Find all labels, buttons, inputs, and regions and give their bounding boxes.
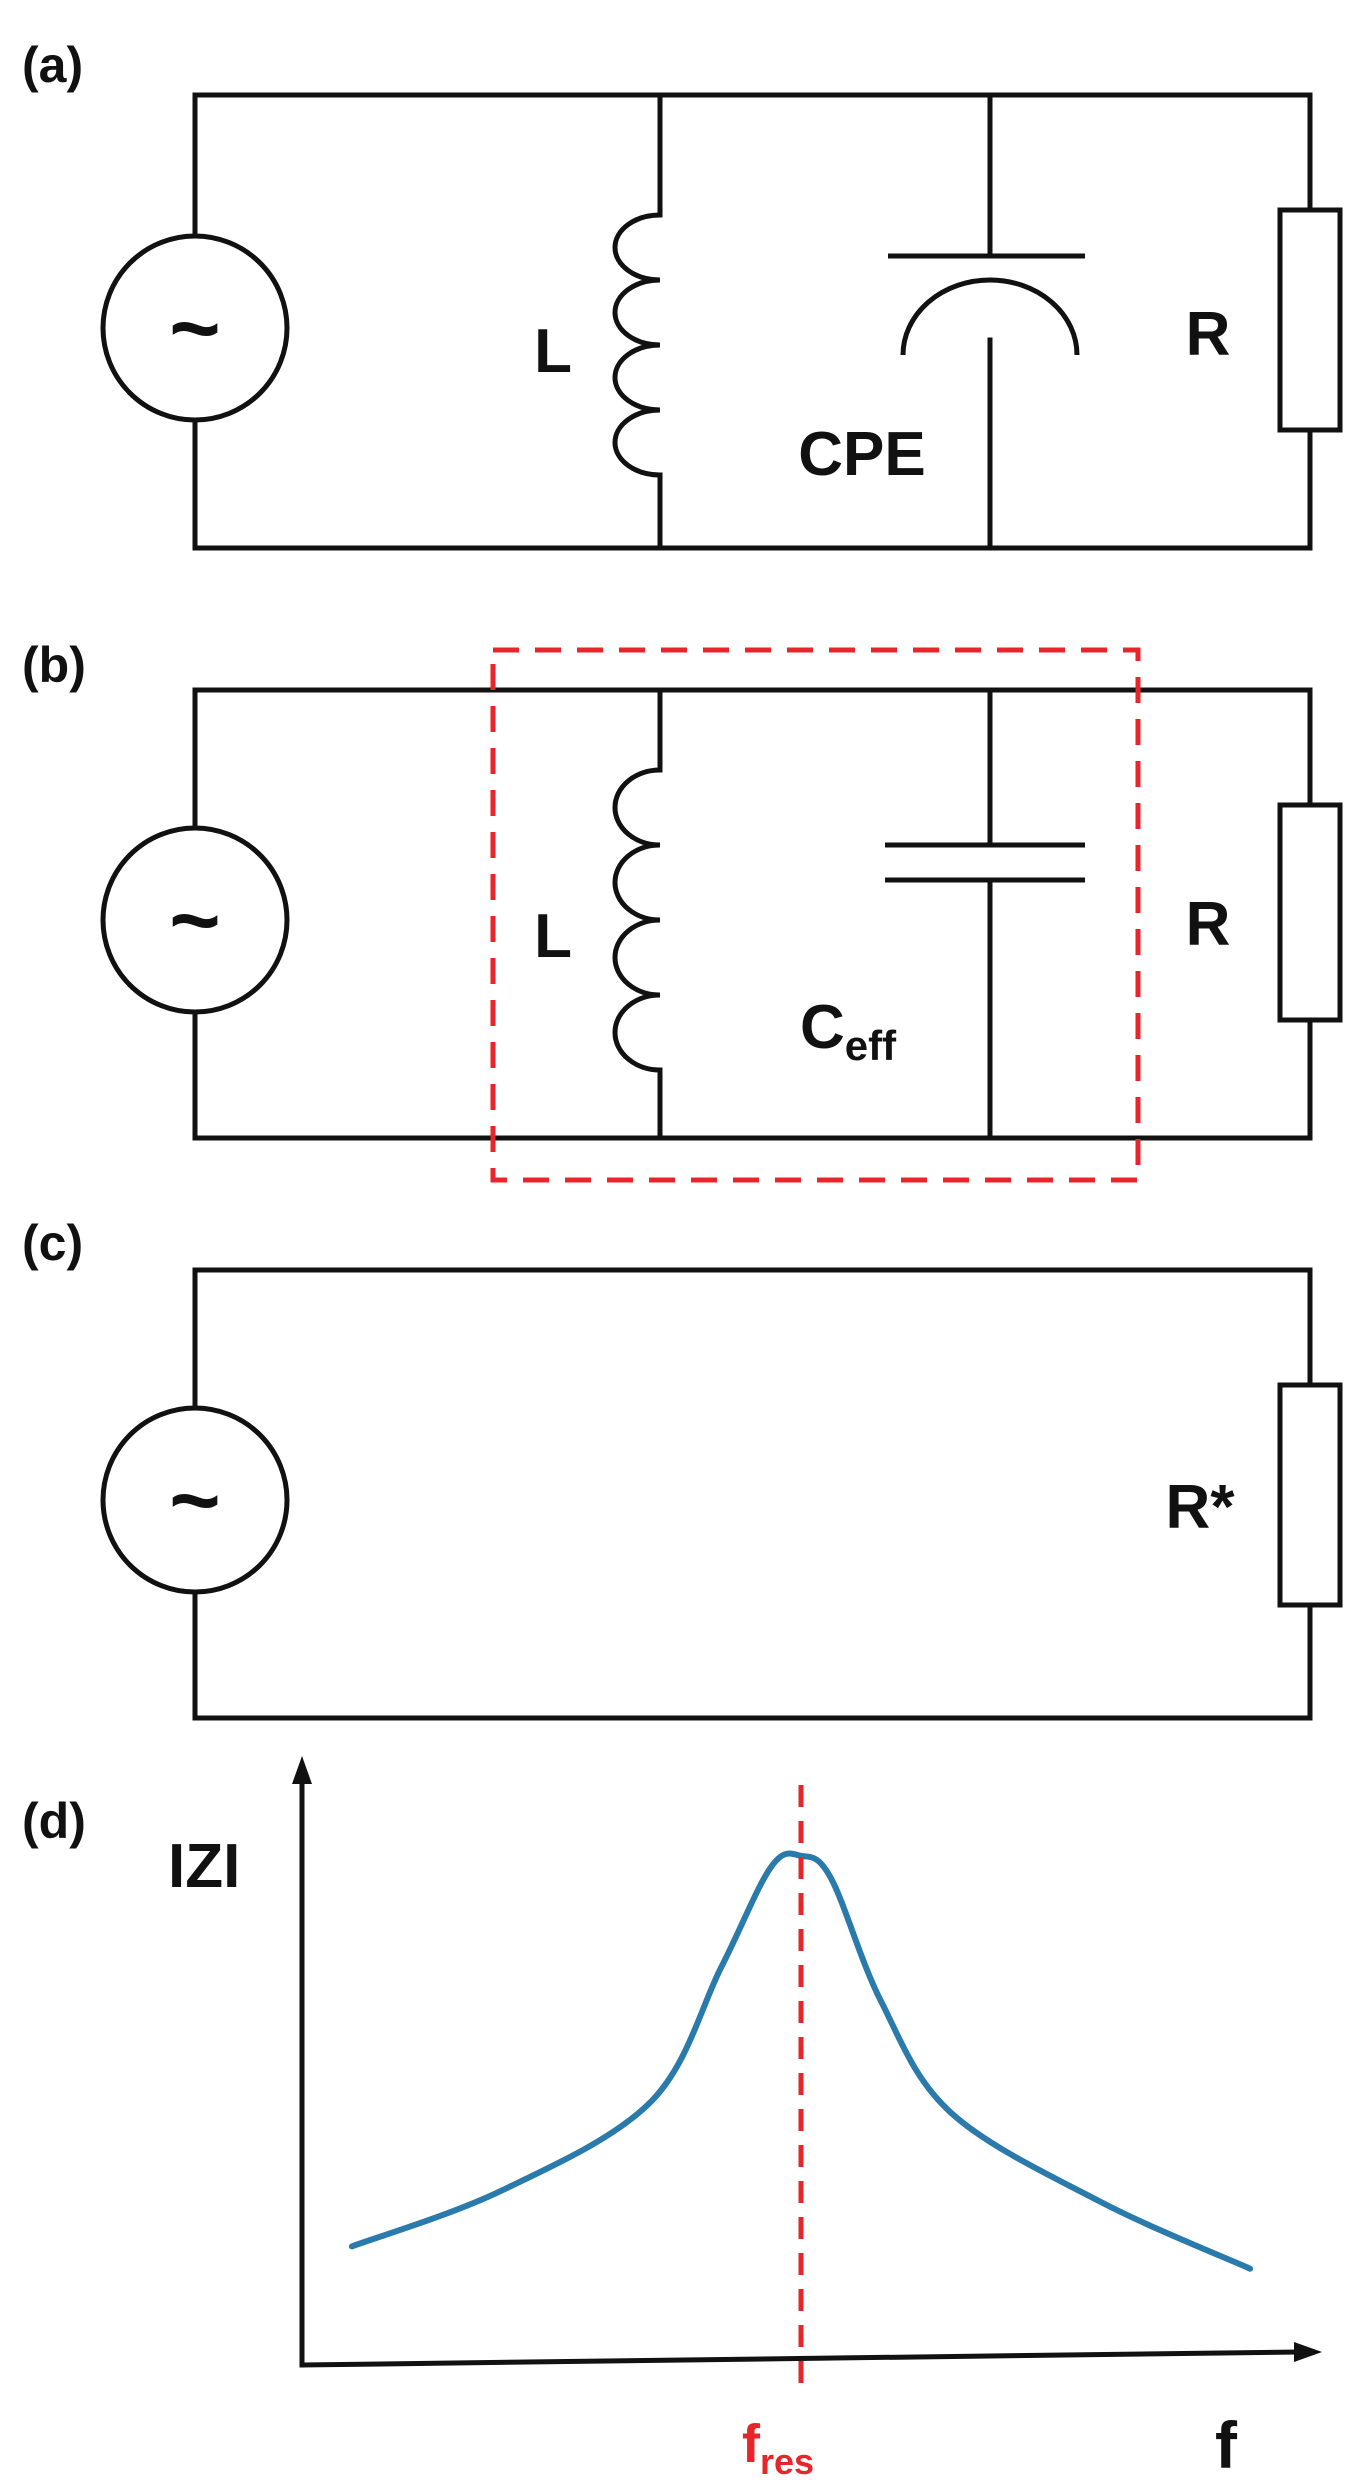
cpe-label: CPE bbox=[798, 420, 925, 489]
resistor-a-label: R bbox=[1186, 300, 1231, 369]
resistor-a bbox=[1277, 207, 1343, 433]
panel-d: (d) IZI f fres bbox=[22, 1756, 1322, 2482]
inductor-a-label: L bbox=[534, 317, 572, 386]
ac-source-c bbox=[100, 1405, 290, 1595]
inductor-b-label: L bbox=[534, 902, 572, 971]
x-axis bbox=[299, 2349, 1299, 2368]
resonance-curve bbox=[348, 1850, 1254, 2272]
panel-a: (a) ~ L CPE R bbox=[22, 37, 1343, 551]
capacitor-label-main: C bbox=[800, 993, 845, 1062]
ac-source-b bbox=[100, 825, 290, 1015]
panel-b-wires bbox=[192, 687, 1313, 1141]
marker-label-main: f bbox=[742, 2414, 761, 2474]
x-axis-arrowhead bbox=[1294, 2342, 1322, 2362]
ac-source-c-symbol: ~ bbox=[169, 1450, 220, 1549]
panel-b: (b) ~ L Ceff R bbox=[22, 637, 1343, 1183]
ac-source-b-symbol: ~ bbox=[169, 870, 220, 969]
ac-source-a-symbol: ~ bbox=[169, 278, 220, 377]
panel-c: (c) ~ R* bbox=[22, 1215, 1343, 1721]
capacitor-label: Ceff bbox=[800, 993, 897, 1069]
inductor-a bbox=[612, 212, 661, 478]
marker-label: fres bbox=[742, 2414, 814, 2482]
cpe-element bbox=[888, 253, 1085, 356]
capacitor-label-sub: eff bbox=[845, 1022, 897, 1069]
resistor-b bbox=[1277, 802, 1343, 1023]
y-axis-label: IZI bbox=[168, 1832, 240, 1901]
panel-a-label: (a) bbox=[22, 37, 83, 93]
x-axis-label: f bbox=[1215, 2408, 1238, 2482]
resistor-c bbox=[1277, 1382, 1343, 1608]
highlight-box bbox=[490, 647, 1141, 1183]
inductor-b bbox=[612, 767, 661, 1073]
marker-label-sub: res bbox=[760, 2441, 814, 2482]
panel-a-wires bbox=[192, 92, 1313, 551]
chart-plot bbox=[348, 1785, 1254, 2388]
panel-b-label: (b) bbox=[22, 637, 86, 693]
panel-d-label: (d) bbox=[22, 1793, 86, 1849]
resistor-b-label: R bbox=[1186, 890, 1231, 959]
y-axis-arrowhead bbox=[292, 1756, 312, 1784]
panel-c-wires bbox=[192, 1267, 1313, 1721]
resistor-c-label: R* bbox=[1166, 1473, 1236, 1542]
ac-source-a bbox=[100, 233, 290, 423]
capacitor-element bbox=[885, 842, 1085, 883]
panel-c-label: (c) bbox=[22, 1215, 83, 1271]
